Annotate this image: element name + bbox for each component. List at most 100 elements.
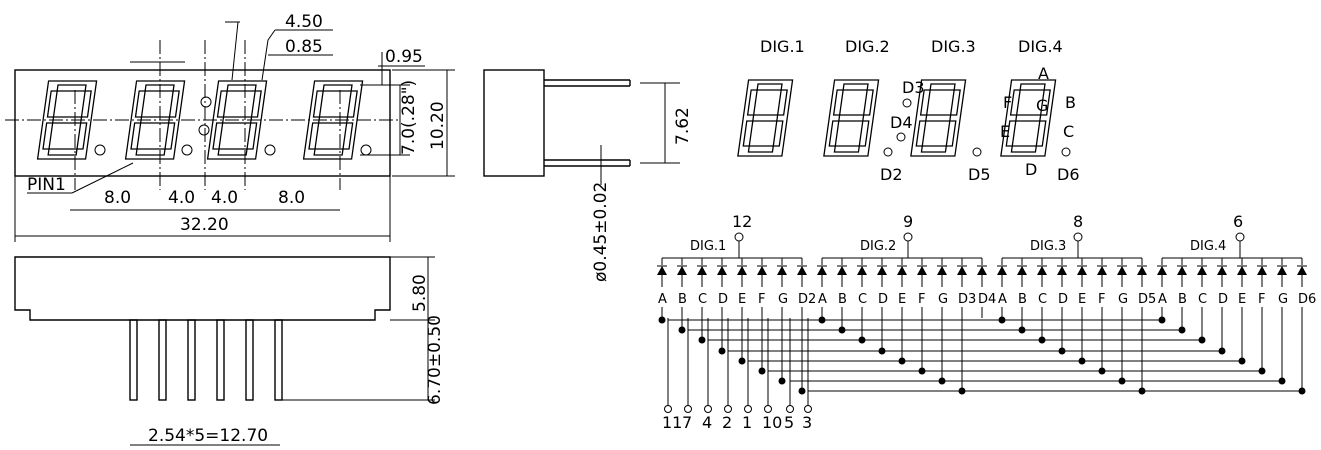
junction-dot: [1118, 377, 1126, 385]
junction-dot: [1138, 387, 1146, 395]
dim-0-85: 0.85: [285, 37, 323, 57]
schem-digit-2: [823, 79, 880, 157]
bottom-pin-terminal: [724, 405, 732, 413]
circuit-seg-label: E: [898, 292, 906, 307]
front-dp-6: [360, 144, 372, 156]
circuit-seg-label: D: [718, 292, 728, 307]
bottom-pin-terminal: [804, 405, 812, 413]
led-diode: [797, 266, 807, 275]
seg-label-d: D: [1025, 160, 1037, 179]
junction-dot: [898, 357, 906, 365]
front-body-outline: [14, 69, 391, 177]
junction-dot: [1058, 347, 1066, 355]
schem-digit-1: [737, 79, 794, 157]
led-diode: [757, 266, 767, 275]
front-dp-2: [181, 144, 193, 156]
circuit-seg-label: D: [878, 292, 888, 307]
circuit-seg-label: G: [938, 292, 948, 307]
circuit-seg-label: D4: [978, 292, 996, 307]
circuit-seg-label: D5: [1138, 292, 1156, 307]
circuit-seg-label: A: [1158, 292, 1167, 307]
led-diode: [1117, 266, 1127, 275]
circuit-seg-label: G: [778, 292, 788, 307]
bottom-view: 5.80 6.70±0.50 2.54*5=12.70: [14, 256, 445, 446]
side-body-outline: [483, 69, 545, 177]
junction-dot: [698, 336, 706, 344]
circuit-seg-label: G: [1118, 292, 1128, 307]
led-diode: [1057, 266, 1067, 275]
side-view: 7.62 ø0.45±0.02: [483, 69, 693, 282]
dig3-top-label: DIG.3: [931, 37, 976, 56]
led-diode: [1137, 266, 1147, 275]
circuit-seg-label: C: [1198, 292, 1207, 307]
junction-dot: [1298, 387, 1306, 395]
junction-dot: [998, 316, 1006, 324]
circuit-seg-label: E: [1078, 292, 1086, 307]
front-digit-1: [36, 80, 98, 160]
junction-dot: [1258, 367, 1266, 375]
seg-label-c: C: [1063, 122, 1074, 141]
junction-dot: [738, 357, 746, 365]
dim-5-80: 5.80: [410, 274, 430, 312]
led-diode: [717, 266, 727, 275]
dot-label-d5: D5: [968, 165, 991, 184]
circuit-seg-label: C: [698, 292, 707, 307]
led-diode: [1257, 266, 1267, 275]
circuit-seg-label: D: [1058, 292, 1068, 307]
circuit-seg-label: E: [738, 292, 746, 307]
circuit-seg-label: B: [1178, 292, 1187, 307]
junction-dot: [1038, 336, 1046, 344]
led-diode: [837, 266, 847, 275]
front-digit-4: [302, 80, 364, 160]
circuit-seg-label: C: [858, 292, 867, 307]
circuit-dig2-label: DIG.2: [860, 239, 896, 254]
digits-view: DIG.1 DIG.2 DIG.3 DIG.4 D3 D4 D2 D5 D6 A…: [737, 37, 1080, 184]
dim-10-20: 10.20: [428, 101, 448, 150]
bottom-pin-label: 4: [702, 413, 712, 432]
bottom-pin-terminal: [684, 405, 692, 413]
bottom-pin-1: [129, 319, 138, 401]
led-diode: [1237, 266, 1247, 275]
junction-dot: [838, 326, 846, 334]
circuit-seg-label: A: [998, 292, 1007, 307]
dig4-top-label: DIG.4: [1018, 37, 1063, 56]
bottom-pin-label: 1: [742, 413, 752, 432]
common-pin-12: 12: [732, 212, 752, 231]
circuit-seg-label: F: [758, 292, 765, 307]
seg-label-b: B: [1065, 93, 1076, 112]
junction-dot: [918, 367, 926, 375]
led-diode: [1157, 266, 1167, 275]
junction-dot: [1078, 357, 1086, 365]
bottom-pin-label: 10: [762, 413, 782, 432]
common-pin-9: 9: [903, 212, 913, 231]
bottom-pin-label: 3: [802, 413, 812, 432]
common-pin-8: 8: [1073, 212, 1083, 231]
circuit-seg-label: F: [918, 292, 925, 307]
led-diode: [997, 266, 1007, 275]
seg-label-f: F: [1003, 93, 1012, 112]
bottom-pin-label: 7: [682, 413, 692, 432]
dim-pin-dia: ø0.45±0.02: [591, 182, 611, 282]
circuit-seg-label: C: [1038, 292, 1047, 307]
dig2-top-label: DIG.2: [845, 37, 890, 56]
dot-label-d6: D6: [1057, 165, 1080, 184]
dim-0-95: 0.95: [385, 47, 423, 67]
common-pin-6: 6: [1233, 212, 1243, 231]
bottom-pin-5: [245, 319, 254, 401]
junction-dot: [938, 377, 946, 385]
junction-dot: [798, 387, 806, 395]
circuit-seg-label: B: [1018, 292, 1027, 307]
junction-dot: [1198, 336, 1206, 344]
circuit-seg-label: D6: [1298, 292, 1316, 307]
junction-dot: [678, 326, 686, 334]
led-diode: [697, 266, 707, 275]
bottom-pin-label: 11: [662, 413, 682, 432]
led-diode: [1077, 266, 1087, 275]
bottom-body-outline: [14, 256, 391, 321]
dim-6-70: 6.70±0.50: [425, 315, 445, 405]
junction-dot: [1278, 377, 1286, 385]
junction-dot: [1018, 326, 1026, 334]
circuit-dig1-label: DIG.1: [690, 239, 726, 254]
dim-32-20: 32.20: [180, 215, 229, 235]
